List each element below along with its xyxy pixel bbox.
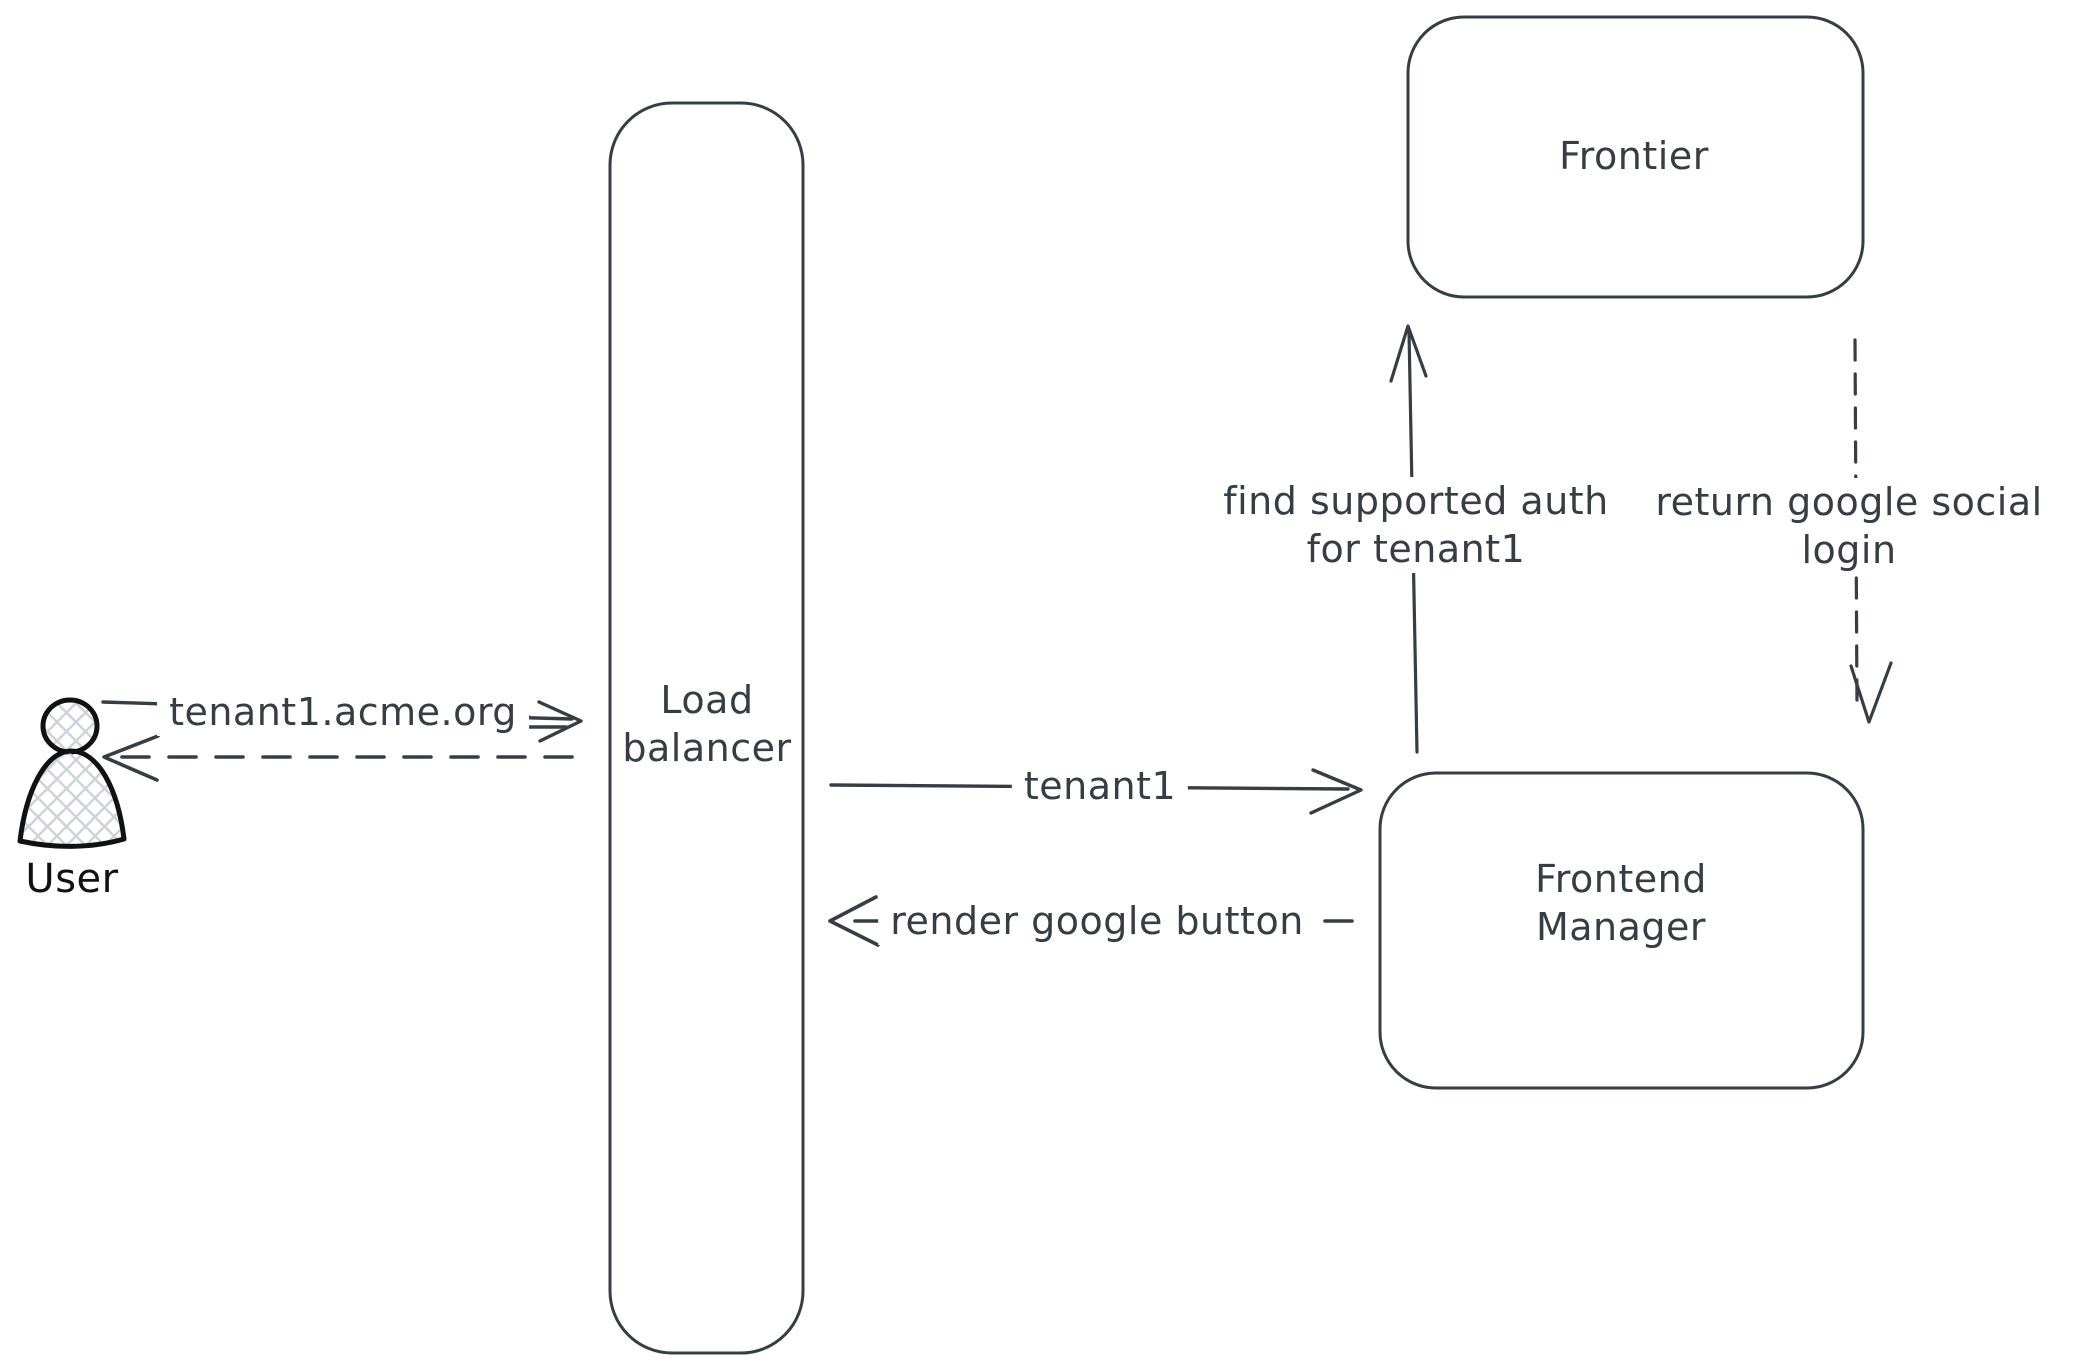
user-label: User <box>25 856 119 902</box>
arrow-find-auth-label-line2: for tenant1 <box>1306 527 1526 571</box>
load-balancer-box <box>608 101 805 1355</box>
frontend-manager-label-line1: Frontend <box>1535 857 1707 901</box>
arrow-return-login-head <box>1849 661 1893 724</box>
user-body <box>17 748 127 849</box>
frontier-label: Frontier <box>1559 134 1709 178</box>
load-balancer-label: Load balancer <box>622 676 791 772</box>
arrow-render-label: render google button <box>878 897 1316 945</box>
arrow-render-head <box>828 895 880 947</box>
arrow-find-auth-label-line1: find supported auth <box>1223 479 1609 523</box>
load-balancer-label-line1: Load <box>660 678 754 722</box>
arrow-response <box>102 734 574 782</box>
user-head <box>40 697 100 755</box>
arrow-return-login-label-line1: return google social <box>1655 480 2043 524</box>
arrow-find-auth-head <box>1389 324 1428 383</box>
arrow-request-head <box>537 700 583 743</box>
frontend-manager-label: Frontend Manager <box>1535 855 1707 951</box>
load-balancer-label-line2: balancer <box>622 726 792 770</box>
arrow-find-auth-label: find supported auth for tenant1 <box>1211 477 1621 573</box>
arrow-request-label: tenant1.acme.org <box>157 688 529 736</box>
arrow-forward-head <box>1309 768 1363 815</box>
arrow-forward-label: tenant1 <box>1011 762 1189 810</box>
arrow-return-login-label: return google social login <box>1643 478 2055 574</box>
user-figure <box>17 697 127 849</box>
frontend-manager-box <box>1378 771 1865 1090</box>
arrow-return-login-label-line2: login <box>1801 528 1897 572</box>
arrow-response-head <box>102 734 160 782</box>
frontend-manager-label-line2: Manager <box>1535 905 1707 949</box>
frontier-box <box>1406 15 1865 299</box>
